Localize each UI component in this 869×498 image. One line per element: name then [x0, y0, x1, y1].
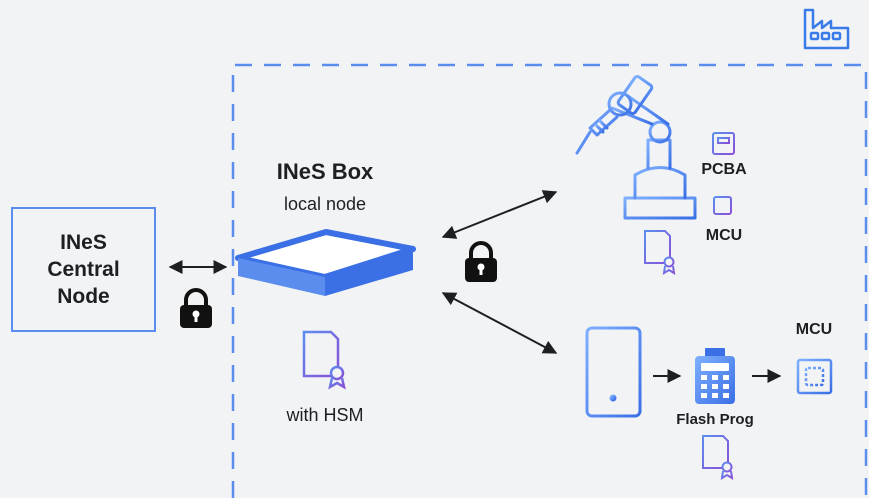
central-node-box: INeS Central Node — [11, 207, 156, 332]
mcu-chip-icon — [709, 192, 736, 219]
certificate-icon — [644, 230, 676, 275]
padlock-icon — [180, 288, 212, 328]
flash-prog-label: Flash Prog — [676, 411, 754, 428]
ines-box-device-icon — [235, 229, 416, 296]
server-icon — [585, 326, 642, 418]
central-node-label-line3: Node — [57, 285, 110, 308]
certificate-icon — [702, 435, 734, 480]
ines-box-subtitle: local node — [283, 194, 367, 214]
mcu-label: MCU — [795, 321, 833, 338]
robot-arm-icon — [575, 75, 697, 220]
ines-box-title: INeS Box — [276, 159, 374, 184]
mcu-chip-icon — [790, 352, 839, 401]
pcba-label: PCBA — [701, 161, 747, 178]
flash-programmer-icon — [695, 348, 735, 404]
central-node-label-line2: Central — [47, 258, 120, 281]
factory-boundary — [231, 63, 868, 498]
certificate-icon — [302, 330, 346, 390]
factory-icon — [803, 8, 850, 50]
central-node-label-line1: INeS — [60, 231, 107, 254]
padlock-icon — [465, 241, 497, 282]
pcba-icon — [712, 132, 735, 155]
arrow-box-to-robot — [441, 190, 558, 239]
arrow-box-to-server — [441, 292, 558, 354]
robot-mcu-label: MCU — [705, 227, 743, 244]
hsm-label: with HSM — [286, 405, 364, 425]
